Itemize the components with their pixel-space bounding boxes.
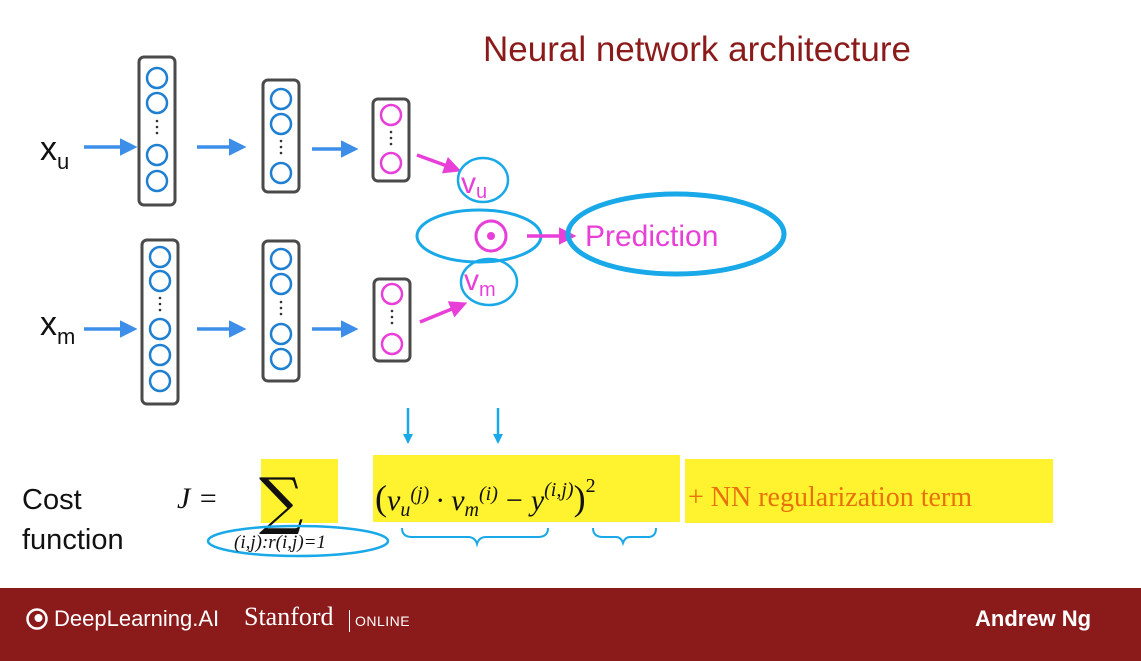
user-layer3-ellipsis bbox=[389, 130, 393, 146]
user-layer2-node bbox=[269, 112, 293, 136]
sum-subscript: (i,j):r(i,j)=1 bbox=[234, 532, 326, 553]
arrow-to-vm bbox=[419, 301, 468, 324]
movie-layer2-node bbox=[269, 247, 293, 271]
dot-product-node bbox=[474, 219, 508, 253]
cost-label-line1: Cost bbox=[22, 484, 82, 516]
input-label-user: xu bbox=[40, 130, 69, 174]
vu-circle bbox=[456, 156, 510, 204]
regularization-highlight bbox=[685, 459, 1053, 523]
prediction-label: Prediction bbox=[585, 220, 718, 253]
user-layer3-node bbox=[379, 151, 403, 175]
movie-layer3-box bbox=[372, 277, 412, 363]
sum-highlight bbox=[261, 459, 338, 523]
brand-name: DeepLearning.AI bbox=[54, 606, 220, 631]
vm-label: vm bbox=[464, 264, 496, 301]
dot-product-annotation bbox=[415, 208, 543, 264]
footer-bar: DeepLearning.AI Stanford ONLINE Andrew N… bbox=[0, 588, 1141, 661]
movie-layer3-ellipsis bbox=[390, 309, 394, 325]
user-layer3-box bbox=[371, 97, 411, 183]
sum-index-annotation bbox=[206, 524, 390, 558]
movie-layer1-ellipsis bbox=[158, 296, 162, 312]
arrow-to-vu bbox=[416, 153, 462, 174]
user-layer2-ellipsis bbox=[279, 139, 283, 155]
dot-product-symbol bbox=[487, 232, 495, 240]
cost-function-label: Cost function bbox=[22, 480, 124, 560]
vu-label: vu bbox=[461, 167, 487, 203]
squared-term: (vu(j)·vm(i)−y(i,j))2 bbox=[375, 475, 596, 521]
user-layer1-node bbox=[145, 91, 169, 115]
movie-layer2-node bbox=[269, 272, 293, 296]
user-layer1-node bbox=[145, 66, 169, 90]
author-name: Andrew Ng bbox=[975, 606, 1092, 631]
movie-layer2-box bbox=[261, 239, 301, 383]
movie-layer1-node bbox=[148, 269, 172, 293]
user-layer1-box bbox=[137, 55, 177, 207]
prediction-annotation bbox=[565, 191, 787, 277]
movie-layer2-ellipsis bbox=[279, 300, 283, 316]
movie-layer3-node bbox=[380, 282, 404, 306]
movie-layer1-box bbox=[140, 238, 180, 406]
input-label-movie: xm bbox=[40, 305, 75, 349]
university-name: Stanford bbox=[244, 602, 334, 631]
user-layer2-box bbox=[261, 78, 301, 194]
movie-layer1-node bbox=[148, 245, 172, 269]
underbrace-dot-product bbox=[401, 527, 549, 548]
movie-layer2-node bbox=[269, 322, 293, 346]
user-layer1-node bbox=[145, 169, 169, 193]
underbrace-label bbox=[592, 527, 657, 547]
movie-layer2-node bbox=[269, 347, 293, 371]
user-layer2-node bbox=[269, 87, 293, 111]
user-layer1-node bbox=[145, 143, 169, 167]
network-diagram: xu xm vu vm Prediction bbox=[40, 55, 1053, 558]
user-layer2-node bbox=[269, 161, 293, 185]
movie-layer1-node bbox=[148, 369, 172, 393]
regularization-term: + NN regularization term bbox=[688, 482, 972, 513]
user-layer1-ellipsis bbox=[155, 119, 159, 135]
university-suffix: ONLINE bbox=[355, 613, 411, 629]
movie-layer3-node bbox=[380, 332, 404, 356]
user-layer3-node bbox=[379, 103, 403, 127]
deeplearning-logo-icon bbox=[26, 608, 48, 630]
university-separator bbox=[349, 610, 350, 632]
slide-title: Neural network architecture bbox=[483, 30, 911, 69]
product-highlight bbox=[373, 455, 680, 522]
vm-circle bbox=[459, 257, 519, 307]
movie-layer1-node bbox=[148, 343, 172, 367]
cost-label-line2: function bbox=[22, 524, 124, 556]
cost-lhs: J = bbox=[177, 482, 218, 515]
movie-layer1-node bbox=[148, 317, 172, 341]
